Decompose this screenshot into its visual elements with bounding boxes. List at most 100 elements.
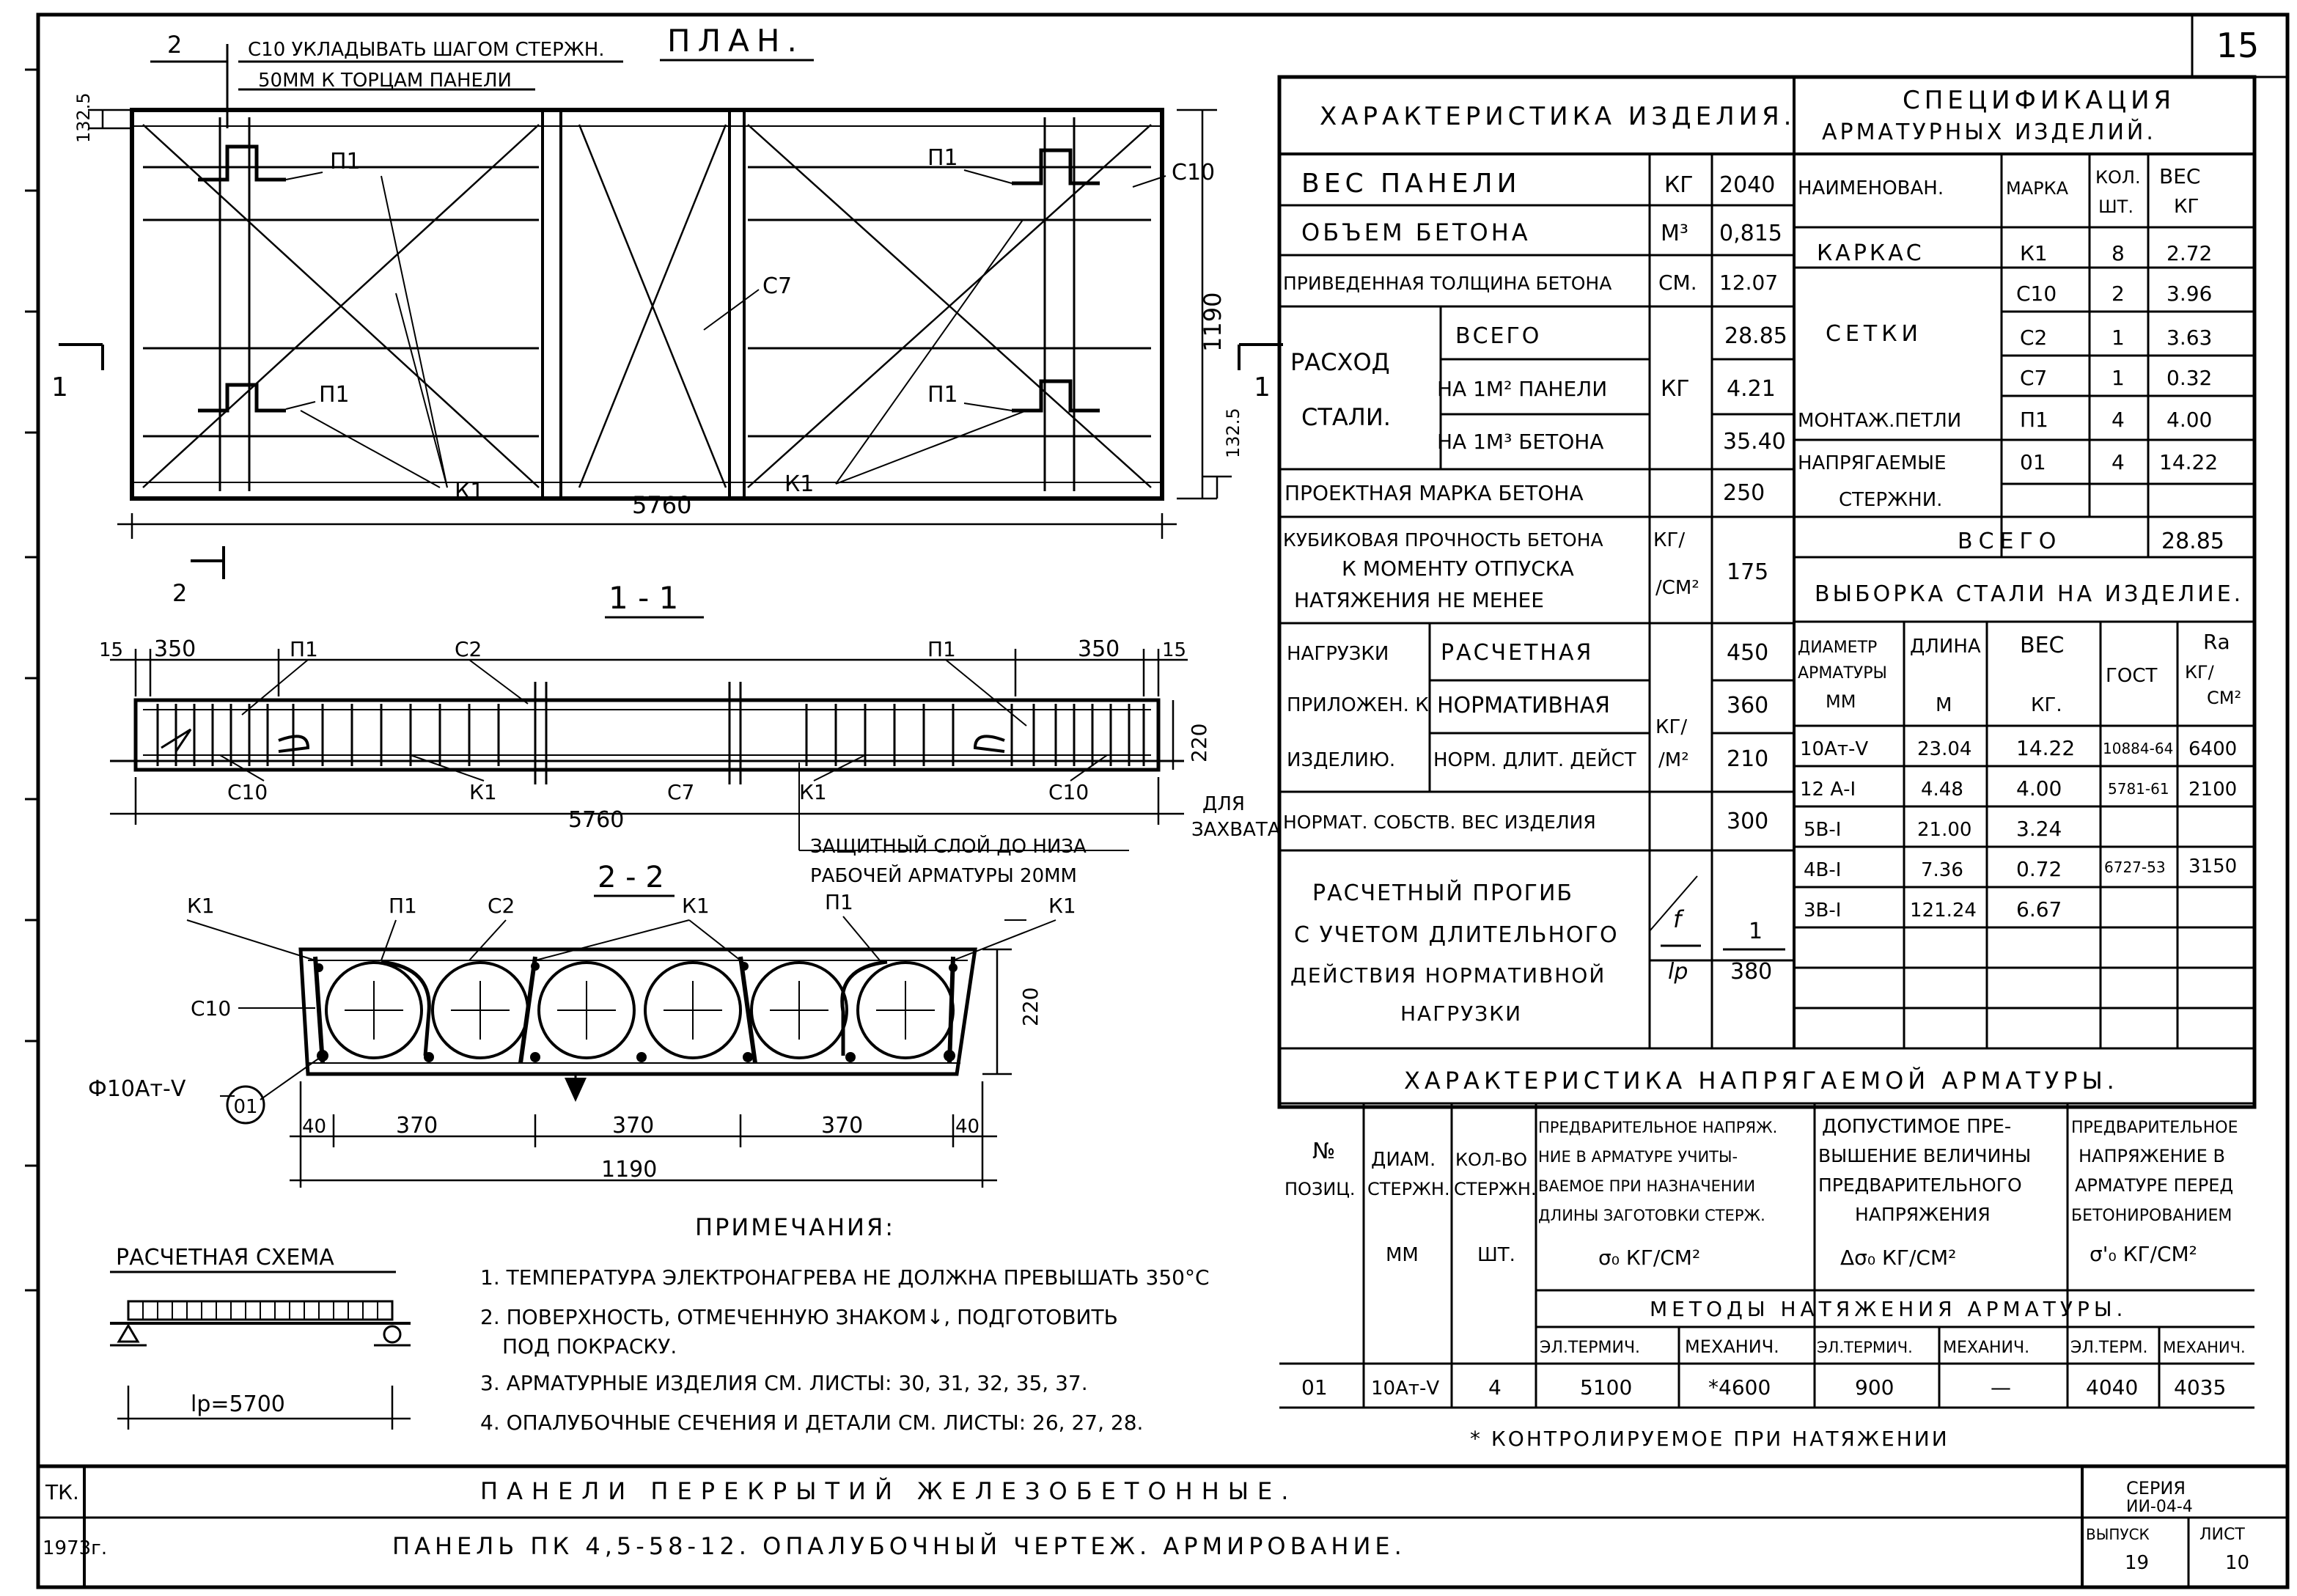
char-cube-3: НАТЯЖЕНИЯ НЕ МЕНЕЕ — [1294, 588, 1544, 612]
steel-row-4-gost: 6727-53 — [2104, 858, 2166, 876]
spec-row-5-qty: 4 — [2112, 408, 2125, 432]
tension-row-qty: 4 — [1488, 1375, 1502, 1400]
tension-m-head-5: ЭЛ.ТЕРМ. — [2070, 1339, 2147, 1357]
note-2b: ПОД ПОКРАСКУ. — [502, 1334, 677, 1358]
title-block: ТК. 1973г. ПАНЕЛИ ПЕРЕКРЫТИЙ ЖЕЛЕЗОБЕТОН… — [38, 1464, 2287, 1587]
spec-row-4-weight: 0.32 — [2166, 366, 2212, 390]
s22-label-c10: С10 — [191, 996, 231, 1021]
steel-title: ВЫБОРКА СТАЛИ НА ИЗДЕЛИЕ. — [1815, 581, 2243, 607]
plan-offset-top: 132.5 — [73, 92, 94, 143]
s11-label-p1-left: П1 — [290, 637, 318, 661]
steel-head-diam: ДИАМЕТР — [1798, 639, 1877, 657]
char-cube-1: КУБИКОВАЯ ПРОЧНОСТЬ БЕТОНА — [1283, 529, 1603, 551]
plan-label-p1-tr: П1 — [927, 145, 958, 171]
steel-row-4-weight: 0.72 — [2016, 857, 2062, 881]
char-self-weight-value: 300 — [1727, 809, 1768, 834]
s11-label-c10-left: С10 — [227, 780, 268, 804]
tension-footnote: * КОНТРОЛИРУЕМОЕ ПРИ НАТЯЖЕНИИ — [1470, 1427, 1949, 1451]
char-steel-m2-label: НА 1М² ПАНЕЛИ — [1437, 377, 1607, 401]
char-volume-unit: М³ — [1661, 221, 1688, 246]
title-series: ИИ-04-4 — [2126, 1498, 2193, 1516]
s22-dim-370-3: 370 — [821, 1113, 863, 1139]
plan-note-line1: С10 УКЛАДЫВАТЬ ШАГОМ СТЕРЖН. — [248, 39, 605, 61]
char-load-calc-value: 450 — [1727, 640, 1768, 666]
steel-row-5-diam: 3В-I — [1804, 900, 1841, 922]
char-load-label-2: ПРИЛОЖЕН. К — [1287, 694, 1429, 716]
spec-total-value: 28.85 — [2161, 529, 2224, 554]
char-defl-unit-top: f — [1673, 905, 1685, 933]
s11-label-k1-right: К1 — [799, 780, 827, 804]
steel-row-1-diam: 10Ат-V — [1800, 738, 1868, 760]
spec-row-3-weight: 3.63 — [2166, 326, 2212, 350]
spec-head-mark: МАРКА — [2006, 178, 2069, 199]
plan-length-dim: 5760 — [632, 491, 691, 519]
tension-row-v5: 4040 — [2086, 1375, 2138, 1400]
s22-dim-40-left: 40 — [302, 1116, 326, 1138]
steel-row-4-ra: 3150 — [2188, 856, 2237, 878]
tension-h-exc-2: ВЫШЕНИЕ ВЕЛИЧИНЫ — [1818, 1145, 2031, 1166]
steel-row-2-ra: 2100 — [2188, 779, 2237, 801]
steel-row-2-gost: 5781-61 — [2108, 780, 2169, 798]
s22-dim-370-1: 370 — [396, 1113, 438, 1139]
tension-h-pos-1: № — [1312, 1139, 1335, 1164]
char-grade-label: ПРОЕКТНАЯ МАРКА БЕТОНА — [1285, 481, 1584, 505]
tension-row-v2: *4600 — [1708, 1375, 1771, 1400]
title-sheet-label: ЛИСТ — [2199, 1526, 2245, 1544]
tension-h-pos-2: ПОЗИЦ. — [1285, 1179, 1356, 1199]
s22-mark-circle — [226, 1085, 265, 1125]
spec-row-2-name: СЕТКИ — [1826, 321, 1922, 347]
tension-h-bef-5: σ'₀ КГ/СМ² — [2090, 1242, 2197, 1266]
s11-cover-note-2: РАБОЧЕЙ АРМАТУРЫ 20ММ — [810, 864, 1077, 887]
title-issue-label: ВЫПУСК — [2086, 1526, 2150, 1543]
tension-h-pre-2: НИЕ В АРМАТУРЕ УЧИТЫ- — [1538, 1148, 1738, 1166]
spec-head-qty-2: ШТ. — [2098, 196, 2134, 217]
char-defl-value-top: 1 — [1749, 919, 1763, 944]
title-sheet: 10 — [2225, 1552, 2249, 1574]
plan-label-c10: С10 — [1172, 160, 1215, 185]
s22-dim-40-right: 40 — [955, 1116, 980, 1138]
plan-label-c7: С7 — [762, 273, 792, 299]
spec-row-1-weight: 2.72 — [2166, 241, 2212, 265]
tension-m-head-2: МЕХАНИЧ. — [1685, 1336, 1779, 1357]
spec-row-4-mark: С7 — [2020, 366, 2047, 390]
steel-row-1-ra: 6400 — [2188, 738, 2237, 760]
steel-head-ra: Rа — [2203, 630, 2230, 654]
char-steel-m3-label: НА 1М³ БЕТОНА — [1437, 430, 1603, 454]
char-weight-value: 2040 — [1719, 172, 1775, 198]
plan-section-1-left: 1 — [51, 372, 68, 402]
steel-row-1-weight: 14.22 — [2016, 736, 2075, 760]
steel-head-diam-2: АРМАТУРЫ — [1798, 664, 1887, 683]
tension-h-exc-3: ПРЕДВАРИТЕЛЬНОГО — [1818, 1174, 2022, 1196]
spec-row-6-weight: 14.22 — [2159, 450, 2218, 474]
char-load-unit-1: КГ/ — [1655, 716, 1687, 738]
s22-rebar-label: Ф10Ат-V — [88, 1076, 186, 1102]
notes-title: ПРИМЕЧАНИЯ: — [695, 1213, 895, 1241]
tension-row-pos: 01 — [1301, 1375, 1328, 1400]
s22-mark: 01 — [233, 1096, 257, 1118]
char-self-weight-label: НОРМАТ. СОБСТВ. ВЕС ИЗДЕЛИЯ — [1283, 812, 1596, 833]
tension-h-bef-3: АРМАТУРЕ ПЕРЕД — [2075, 1175, 2233, 1196]
plan-label-k1-left: К1 — [455, 479, 484, 504]
spec-total-label: ВСЕГО — [1958, 529, 2062, 554]
steel-head-gost: ГОСТ — [2106, 665, 2157, 687]
sheet-number: 15 — [2216, 26, 2260, 65]
char-defl-3: ДЕЙСТВИЯ НОРМАТИВНОЙ — [1290, 963, 1606, 988]
steel-row-1-length: 23.04 — [1917, 738, 1971, 760]
tension-h-qty-2: СТЕРЖН. — [1454, 1179, 1537, 1199]
char-thickness-label: ПРИВЕДЕННАЯ ТОЛЩИНА БЕТОНА — [1283, 273, 1611, 294]
spec-table: СПЕЦИФИКАЦИЯ АРМАТУРНЫХ ИЗДЕЛИЙ. НАИМЕНО… — [1794, 86, 2254, 559]
steel-head-ra-2: КГ/ — [2185, 662, 2215, 683]
char-grade-value: 250 — [1723, 480, 1765, 506]
char-defl-4: НАГРУЗКИ — [1400, 1001, 1522, 1026]
tension-h-pre-1: ПРЕДВАРИТЕЛЬНОЕ НАПРЯЖ. — [1538, 1119, 1777, 1136]
char-load-label-3: ИЗДЕЛИЮ. — [1287, 749, 1395, 771]
spec-row-5-mark: П1 — [2020, 408, 2048, 432]
plan-section-2-top: 2 — [167, 31, 182, 59]
section-2-2: 2 - 2 — [88, 861, 1076, 1188]
note-2: 2. ПОВЕРХНОСТЬ, ОТМЕЧЕННУЮ ЗНАКОМ↓, ПОДГ… — [480, 1305, 1118, 1329]
tension-h-diam-3: ММ — [1386, 1244, 1419, 1266]
tension-h-diam-2: СТЕРЖН. — [1367, 1179, 1450, 1199]
steel-head-diam-3: ММ — [1826, 691, 1856, 712]
title-line1: ПАНЕЛИ ПЕРЕКРЫТИЙ ЖЕЛЕЗОБЕТОННЫЕ. — [480, 1477, 1297, 1505]
